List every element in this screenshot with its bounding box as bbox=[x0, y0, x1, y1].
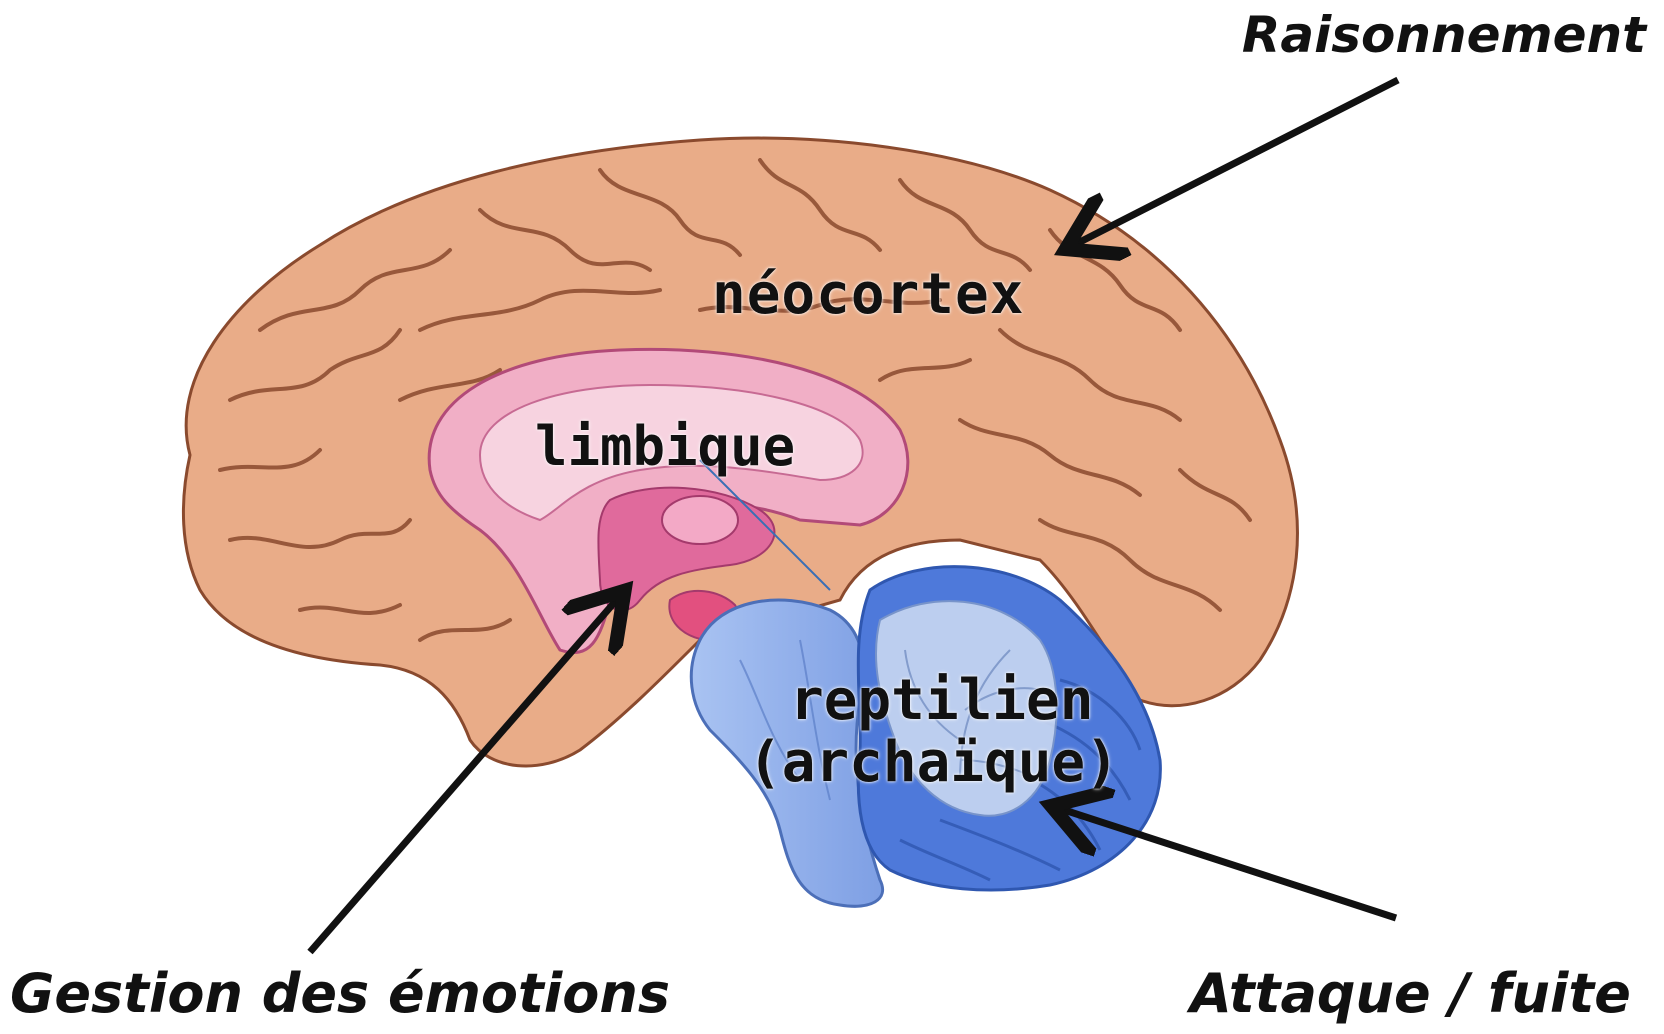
arrow-attaque-fuite bbox=[1058, 808, 1396, 918]
limbic-label: limbique bbox=[535, 415, 795, 478]
thalamus bbox=[662, 496, 738, 544]
arrow-raisonnement bbox=[1072, 80, 1398, 246]
reptilian-label: reptilien bbox=[790, 668, 1093, 733]
caption-gestion-emotions: Gestion des émotions bbox=[10, 962, 670, 1025]
caption-raisonnement: Raisonnement bbox=[1242, 6, 1646, 64]
caption-attaque-fuite: Attaque / fuite bbox=[1190, 962, 1631, 1025]
neocortex-label: néocortex bbox=[712, 262, 1024, 327]
reptilian-sublabel: (archaïque) bbox=[748, 730, 1119, 795]
